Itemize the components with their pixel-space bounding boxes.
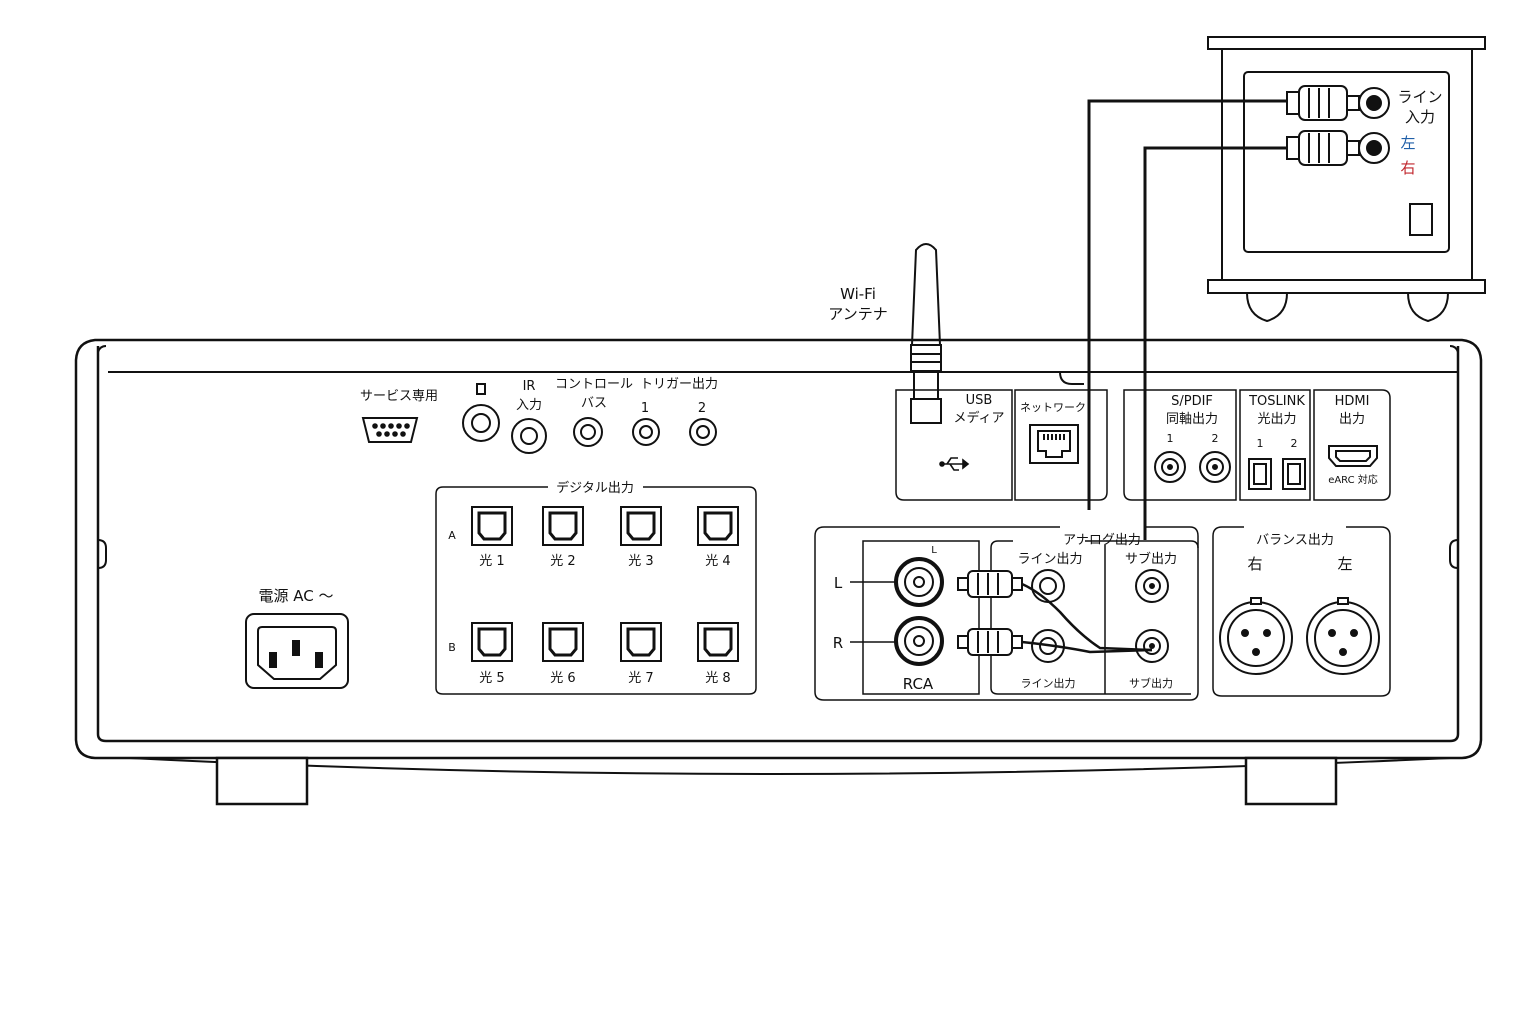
optical-port-label-6: 光 6	[550, 671, 575, 686]
optical-port-label-1: 光 1	[479, 554, 504, 569]
optical-port-7[interactable]	[620, 622, 662, 662]
toslink-2-label: 2	[1291, 437, 1298, 450]
sub-out-top-label: サブ出力	[1125, 551, 1177, 567]
toslink-2-port[interactable]	[1282, 458, 1306, 490]
hdmi-label-2: 出力	[1339, 412, 1365, 427]
sub-out-bottom-label: サブ出力	[1129, 676, 1173, 690]
trigger-2-label: 2	[698, 401, 706, 416]
trigger-2-jack[interactable]	[689, 418, 717, 446]
optical-port-4[interactable]	[697, 506, 739, 546]
line-out-bottom-label: ライン出力	[1021, 676, 1076, 690]
balanced-out-title: バランス出力	[1256, 533, 1334, 548]
ir-label-1: IR	[523, 379, 536, 394]
spdif-2-jack[interactable]	[1199, 451, 1231, 483]
xlr-out-right[interactable]	[1219, 597, 1293, 675]
network-label: ネットワーク	[1020, 401, 1086, 414]
optical-port-label-8: 光 8	[705, 671, 730, 686]
analog-out-title: アナログ出力	[1063, 533, 1141, 548]
ir-label-2: 入力	[516, 398, 542, 413]
toslink-1-label: 1	[1257, 437, 1264, 450]
optical-port-label-7: 光 7	[628, 671, 653, 686]
amp-feet	[215, 756, 1338, 806]
sub-out-jack-1[interactable]	[1135, 569, 1169, 603]
subwoofer	[1207, 36, 1486, 323]
digital-io-panel	[1123, 389, 1391, 501]
spdif-1-jack[interactable]	[1154, 451, 1186, 483]
lr-leader-lines	[850, 581, 895, 643]
optical-port-2[interactable]	[542, 506, 584, 546]
usb-icon	[939, 457, 970, 471]
sub-out-jack-2[interactable]	[1135, 629, 1169, 663]
toslink-1-port[interactable]	[1248, 458, 1272, 490]
analog-out-panel	[814, 526, 1199, 701]
cable-terminations	[1087, 384, 1147, 527]
rca-to-sub-cables	[1021, 582, 1153, 654]
ground-jack[interactable]	[462, 383, 500, 442]
wifi-label-1: Wi-Fi	[840, 285, 876, 303]
rca-top-mark: L	[931, 545, 937, 556]
control-bus-label-1: コントロール	[555, 377, 633, 392]
optical-port-8[interactable]	[697, 622, 739, 662]
optical-port-label-5: 光 5	[479, 671, 504, 686]
analog-r-label: R	[833, 634, 843, 652]
balanced-out-panel	[1212, 526, 1391, 697]
usb-label-2: メディア	[953, 410, 1004, 426]
wifi-antenna[interactable]	[910, 243, 942, 424]
sub-right-label: 右	[1400, 159, 1415, 177]
rca-out-jack-left[interactable]	[894, 557, 944, 607]
rca-plug-amp-bottom	[957, 628, 1023, 656]
digital-out-title: デジタル出力	[556, 480, 634, 496]
control-bus-label-2: バス	[581, 396, 607, 411]
balanced-right-label: 右	[1247, 555, 1262, 573]
trigger-1-label: 1	[641, 401, 649, 416]
optical-port-label-3: 光 3	[628, 554, 653, 569]
line-out-jack-left[interactable]	[1031, 569, 1065, 603]
spdif-label-1: S/PDIF	[1171, 394, 1213, 409]
analog-l-label: L	[834, 574, 843, 592]
rca-plug-amp-top	[957, 570, 1023, 598]
usb-label-1: USB	[966, 393, 993, 408]
toslink-label-2: 光出力	[1257, 412, 1296, 427]
network-port[interactable]	[1029, 424, 1079, 464]
sub-line-in-jack-right[interactable]	[1358, 132, 1390, 164]
hdmi-port[interactable]	[1328, 445, 1378, 467]
service-label: サービス専用	[360, 389, 438, 404]
digital-out-row-b: B	[448, 641, 456, 654]
sub-line-in-jack-left[interactable]	[1358, 87, 1390, 119]
control-bus-jack[interactable]	[573, 417, 603, 447]
digital-out-panel	[435, 486, 757, 695]
optical-port-label-2: 光 2	[550, 554, 575, 569]
optical-port-3[interactable]	[620, 506, 662, 546]
spdif-label-2: 同軸出力	[1166, 412, 1218, 427]
power-inlet[interactable]	[245, 613, 349, 689]
hdmi-label-1: HDMI	[1335, 394, 1370, 409]
optical-port-6[interactable]	[542, 622, 584, 662]
sub-left-label: 左	[1400, 134, 1415, 152]
optical-port-5[interactable]	[471, 622, 513, 662]
balanced-left-label: 左	[1337, 555, 1352, 573]
optical-port-label-4: 光 4	[705, 554, 730, 569]
usb-network-panel	[895, 389, 1108, 501]
spdif-1-label: 1	[1167, 432, 1174, 445]
sub-line-in-label-1: ライン	[1397, 88, 1442, 106]
trigger-1-jack[interactable]	[632, 418, 660, 446]
hdmi-earc-note: eARC 対応	[1328, 473, 1378, 486]
power-label: 電源 AC ～	[258, 587, 333, 605]
sub-line-in-label-2: 入力	[1405, 108, 1435, 126]
rca-out-jack-right[interactable]	[894, 616, 944, 666]
rca-plug-sub-bottom	[1286, 130, 1360, 166]
rca-label: RCA	[903, 675, 934, 693]
line-out-top-label: ライン出力	[1017, 552, 1082, 567]
xlr-out-left[interactable]	[1306, 597, 1380, 675]
digital-out-row-a: A	[448, 529, 456, 542]
wifi-label-2: アンテナ	[828, 305, 887, 323]
trigger-out-label: トリガー出力	[640, 377, 718, 392]
service-port[interactable]	[361, 417, 419, 443]
ir-input-jack[interactable]	[511, 418, 547, 454]
toslink-label-1: TOSLINK	[1248, 394, 1305, 409]
rca-plug-sub-top	[1286, 85, 1360, 121]
spdif-2-label: 2	[1212, 432, 1219, 445]
optical-port-1[interactable]	[471, 506, 513, 546]
